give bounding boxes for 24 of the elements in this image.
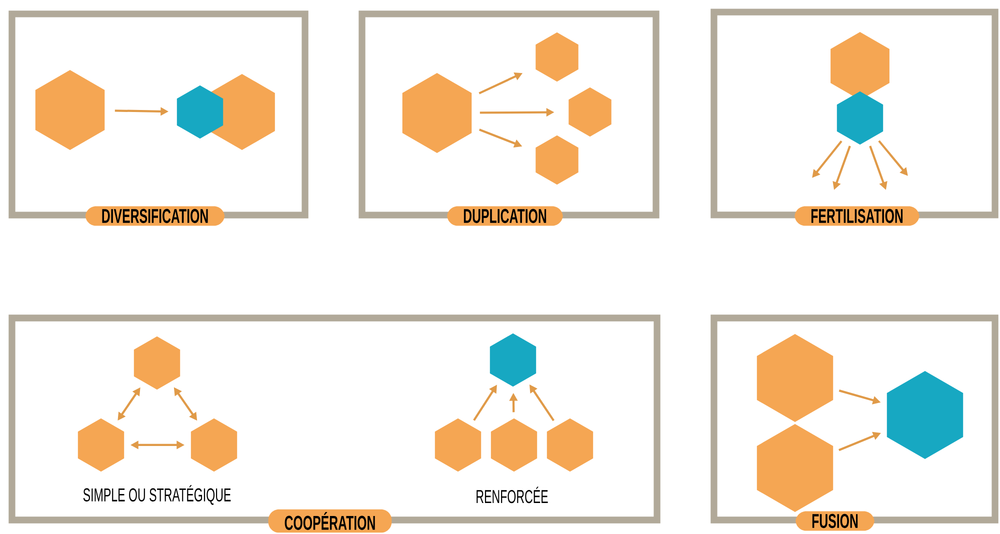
- title-label: COOPÉRATION: [268, 509, 392, 533]
- hexagon: [536, 32, 578, 82]
- hexagon: [536, 135, 578, 185]
- title-label: FERTILISATION: [794, 206, 920, 226]
- hexagon: [836, 91, 884, 145]
- hexagon: [546, 418, 594, 472]
- caption-text: SIMPLE OU STRATÉGIQUE: [83, 485, 231, 505]
- hexagon: [402, 73, 472, 153]
- hexagon: [756, 424, 834, 512]
- title-label: DUPLICATION: [447, 206, 563, 226]
- title-label: FUSION: [796, 511, 874, 531]
- hexagon: [190, 418, 238, 472]
- hexagon: [886, 371, 964, 459]
- title-label: DIVERSIFICATION: [85, 206, 225, 226]
- hexagon: [134, 336, 180, 390]
- hexagon: [490, 418, 538, 472]
- hexagon: [756, 334, 834, 422]
- hexagon: [434, 418, 482, 472]
- hexagon: [568, 87, 612, 137]
- hexagon: [490, 333, 536, 387]
- caption-text: RENFORCÉE: [476, 486, 548, 504]
- hexagon: [35, 70, 105, 150]
- hexagon: [78, 418, 124, 472]
- hexagon: [176, 85, 224, 139]
